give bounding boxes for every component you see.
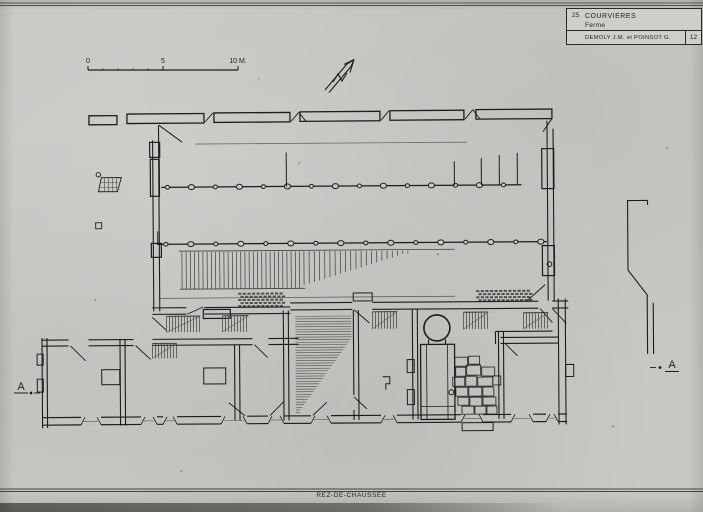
section-marker-right: A (668, 359, 676, 371)
floor-plan (36, 77, 669, 473)
authors-names: DEMOLY J.M. et POINSOT G. (585, 34, 671, 41)
internal-cross-walls (42, 292, 569, 362)
building-type: Ferme (585, 21, 606, 29)
small-plan-symbols (95, 172, 122, 230)
photo-frame-lines (0, 2, 703, 492)
room-floor-hatch (295, 315, 352, 413)
barn-east-wall (526, 120, 556, 302)
barn-west-wall (149, 125, 163, 312)
section-letter-left: A (17, 381, 25, 393)
detached-wall-profile (626, 199, 655, 354)
bread-oven (419, 314, 456, 421)
staircase-hatches (152, 311, 549, 359)
department-number: 25 (572, 12, 580, 19)
title-block: 25 COURVIERES Ferme DEMOLY J.M. et POINS… (566, 8, 702, 45)
scale-label-10m: 10 M. (229, 58, 247, 65)
commune-name: COURVIERES (585, 12, 637, 20)
scale-label-5: 5 (161, 58, 165, 65)
section-marker-lines (14, 366, 679, 395)
south-facade-wall (43, 401, 568, 432)
sheet-number: 12 (685, 31, 701, 45)
flagstone-paving (452, 355, 502, 415)
scale-bar: 0 5 10 M. (86, 58, 247, 71)
section-marker-left: A (17, 381, 25, 393)
title-block-main-row: 25 COURVIERES Ferme (567, 9, 701, 31)
photo-bottom-edge (0, 503, 703, 512)
scale-label-0: 0 (86, 58, 90, 65)
post-rows (156, 141, 547, 248)
title-block-names: COURVIERES Ferme (585, 9, 636, 30)
masonry-stipple (238, 289, 533, 308)
title-block-bottom-row: DEMOLY J.M. et POINSOT G. 12 (567, 31, 701, 45)
section-letter-right: A (668, 359, 676, 371)
ramp-hatch (158, 248, 456, 299)
floor-caption: REZ-DE-CHAUSSÉE (316, 491, 387, 499)
barn-north-wall (88, 108, 553, 143)
north-arrow-icon (324, 59, 355, 93)
photo-specks (94, 77, 669, 473)
interior-fixtures (101, 367, 391, 390)
